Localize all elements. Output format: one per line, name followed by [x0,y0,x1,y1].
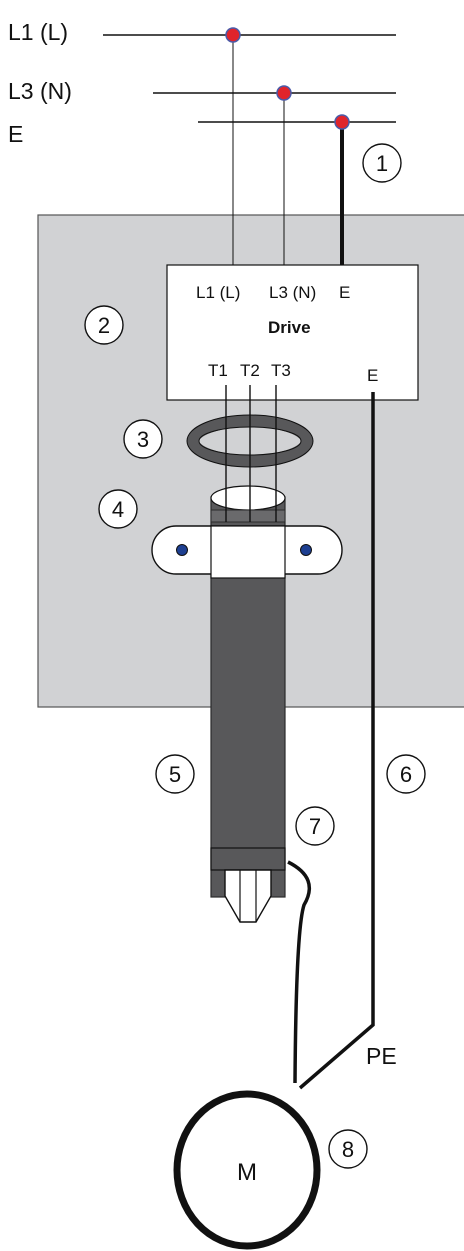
motor-label: M [237,1159,257,1186]
svg-text:2: 2 [98,313,110,338]
callout-7: 7 [295,806,335,846]
node-l3 [276,85,292,101]
drive-output-t2: T2 [240,361,260,380]
node-l1 [225,27,241,43]
callout-4: 4 [98,489,138,529]
label-line-l1: L1 (L) [8,19,68,45]
drive-box [166,264,419,401]
cable-connector [224,869,272,923]
label-line-l3: L3 (N) [8,78,72,104]
svg-text:8: 8 [342,1137,354,1162]
cable-collar [210,509,286,523]
callout-1: 1 [362,143,402,183]
callout-8: 8 [328,1129,368,1169]
drive-input-l3: L3 (N) [269,283,316,302]
callout-6: 6 [386,754,426,794]
shield-pigtail [287,860,311,1084]
svg-text:7: 7 [309,814,321,839]
label-line-e: E [8,121,23,147]
drive-output-t1: T1 [208,361,228,380]
svg-text:1: 1 [376,151,388,176]
callout-2: 2 [84,305,124,345]
svg-text:4: 4 [112,497,124,522]
node-e [334,114,350,130]
svg-text:5: 5 [169,762,181,787]
clamp-screw-left-icon [176,544,188,556]
svg-text:3: 3 [137,427,149,452]
drive-title: Drive [268,318,311,337]
callout-5: 5 [155,754,195,794]
motor-body [173,1090,321,1250]
cable-end-sleeve [210,847,286,871]
drive-output-t3: T3 [271,361,291,380]
drive-input-l1: L1 (L) [196,283,240,302]
cable-top-opening [210,485,286,511]
clamp-screw-right-icon [300,544,312,556]
pe-wire [298,392,375,1090]
pe-label: PE [366,1043,397,1069]
clamp-strap [210,525,286,579]
drive-input-e: E [339,283,350,302]
svg-text:6: 6 [400,762,412,787]
callout-3: 3 [123,419,163,459]
drive-output-e: E [367,366,378,385]
